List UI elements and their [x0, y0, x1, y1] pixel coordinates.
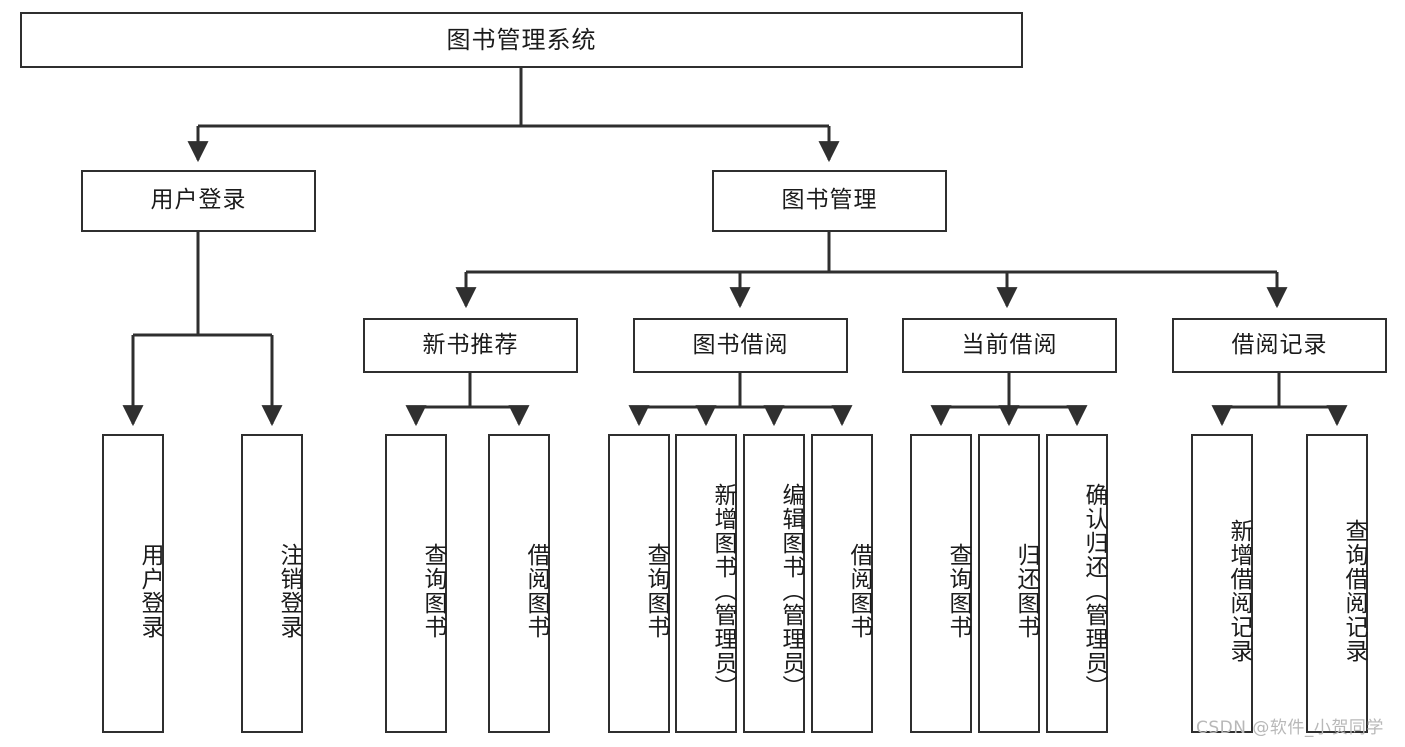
node-user-login[interactable]: 用户登录 — [81, 170, 316, 232]
leaf-add-book-admin[interactable]: 新增图书（管理员） — [675, 434, 737, 733]
leaf-borrow-book-borrowing[interactable]: 借阅图书 — [811, 434, 873, 733]
leaf-add-borrowing-record[interactable]: 新增借阅记录 — [1191, 434, 1253, 733]
leaf-borrow-book-new-book[interactable]: 借阅图书 — [488, 434, 550, 733]
node-book-borrowing[interactable]: 图书借阅 — [633, 318, 848, 373]
watermark: CSDN @软件_小贺同学 — [1196, 718, 1384, 738]
node-root-book-management-system[interactable]: 图书管理系统 — [20, 12, 1023, 68]
leaf-edit-book-admin[interactable]: 编辑图书（管理员） — [743, 434, 805, 733]
leaf-confirm-return-admin[interactable]: 确认归还（管理员） — [1046, 434, 1108, 733]
leaf-query-borrowing-record[interactable]: 查询借阅记录 — [1306, 434, 1368, 733]
leaf-user-login[interactable]: 用户登录 — [102, 434, 164, 733]
leaf-return-book[interactable]: 归还图书 — [978, 434, 1040, 733]
node-new-book-recommendation[interactable]: 新书推荐 — [363, 318, 578, 373]
node-borrowing-record[interactable]: 借阅记录 — [1172, 318, 1387, 373]
leaf-query-book-borrowing[interactable]: 查询图书 — [608, 434, 670, 733]
node-current-borrowing[interactable]: 当前借阅 — [902, 318, 1117, 373]
leaf-query-book-current[interactable]: 查询图书 — [910, 434, 972, 733]
leaf-query-book-new-book[interactable]: 查询图书 — [385, 434, 447, 733]
node-book-management[interactable]: 图书管理 — [712, 170, 947, 232]
leaf-logout[interactable]: 注销登录 — [241, 434, 303, 733]
